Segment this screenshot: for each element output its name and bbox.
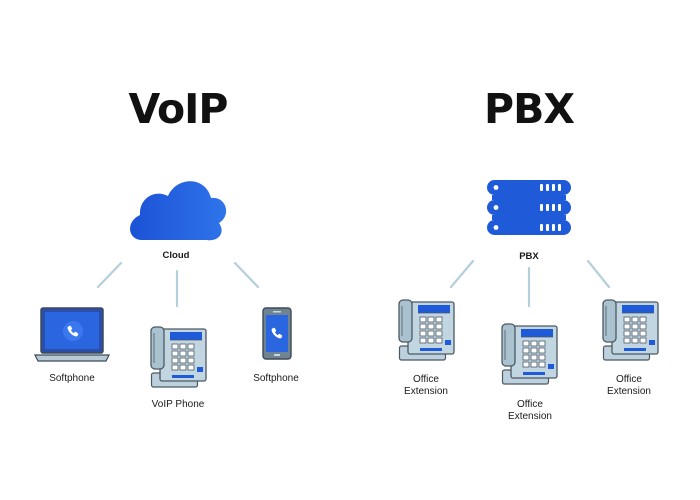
connector-cloud-laptop <box>96 261 123 289</box>
voip-phone-label: VoIP Phone <box>151 399 205 410</box>
extension-label-line2: Extension <box>508 411 552 422</box>
desk-phone-icon <box>150 326 207 388</box>
pbx-server-icon <box>487 180 571 235</box>
extension-label-line2: Extension <box>607 386 651 397</box>
extension-label: Office Extension <box>569 374 689 398</box>
voip-title: VoIP <box>128 85 229 133</box>
pbx-label: PBX <box>519 251 539 262</box>
laptop-icon <box>34 307 110 362</box>
connector-pbx-ext-left <box>449 259 475 289</box>
cloud-icon <box>130 181 227 241</box>
desk-phone-icon <box>501 323 558 385</box>
laptop-label: Softphone <box>49 373 95 384</box>
cloud-label: Cloud <box>162 250 190 261</box>
smartphone-icon <box>262 307 292 360</box>
connector-pbx-ext-right <box>586 259 611 289</box>
extension-label-line1: Office <box>616 374 642 385</box>
extension-label: Office Extension <box>470 399 590 423</box>
desk-phone-icon <box>398 299 455 361</box>
extension-label-line1: Office <box>413 374 439 385</box>
extension-label-line1: Office <box>517 399 543 410</box>
desk-phone-icon <box>602 299 659 361</box>
extension-label: Office Extension <box>366 374 486 398</box>
extension-label-line2: Extension <box>404 386 448 397</box>
smartphone-label: Softphone <box>253 373 299 384</box>
connector-cloud-smartphone <box>233 261 260 289</box>
pbx-title: PBX <box>484 85 575 133</box>
